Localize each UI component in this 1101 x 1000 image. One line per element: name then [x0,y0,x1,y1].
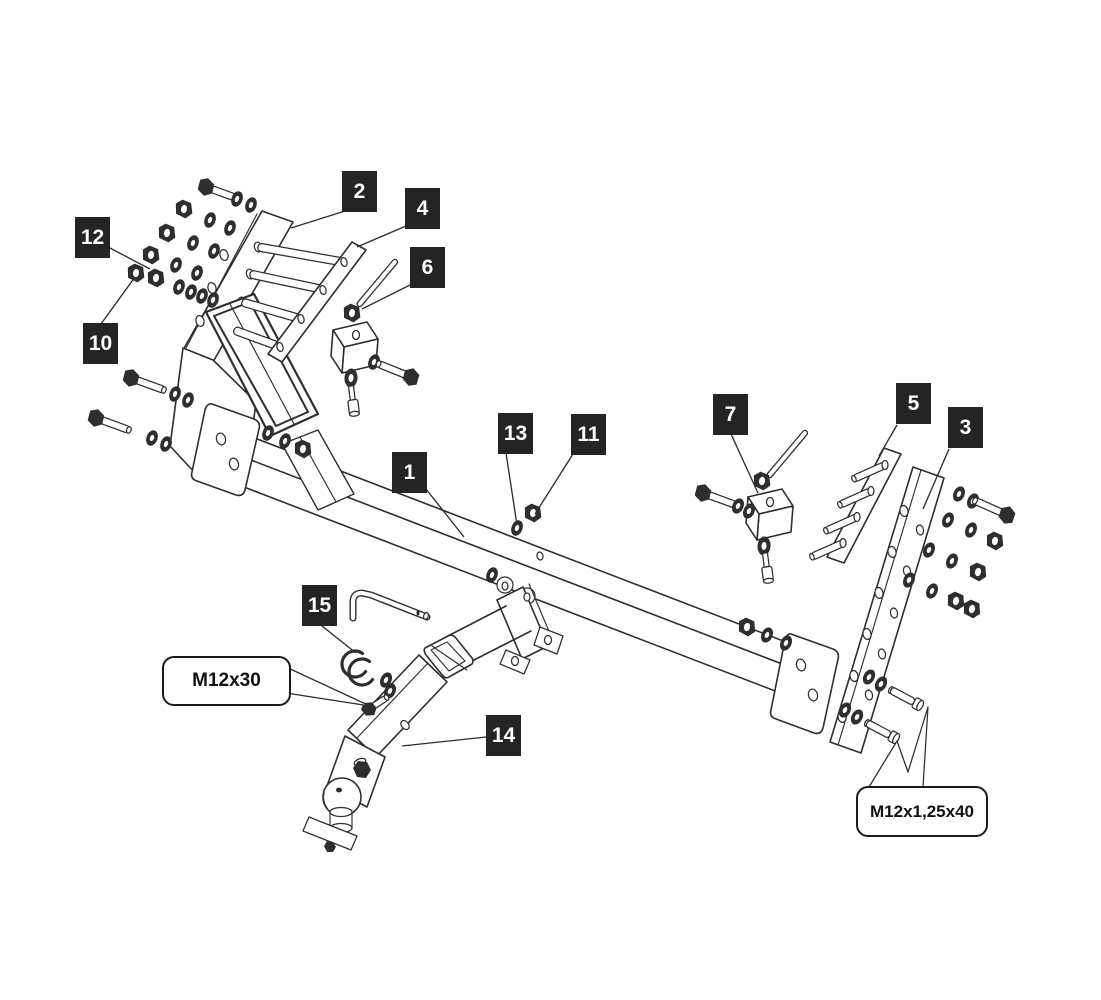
ball-mount-arm [302,654,448,852]
callout-label-11: 11 [571,414,606,455]
callout-label-4: 4 [405,188,440,229]
callout-label-15: 15 [302,585,337,626]
stabilizer-bracket-7 [691,428,810,585]
hitch-pin-and-clip [340,589,431,721]
spec-label-m12x1-25x40: M12x1,25x40 [856,786,988,837]
callout-label-14: 14 [486,715,521,756]
left-mounting-bracket [169,210,367,511]
spec-label-m12x30: M12x30 [162,656,291,706]
hitch-receiver [423,565,564,679]
callout-label-5: 5 [896,383,931,424]
callout-label-1: 1 [392,452,427,493]
leader-lines [100,210,950,747]
callout-label-2: 2 [342,171,377,212]
callout-label-6: 6 [410,247,445,288]
callout-label-3: 3 [948,407,983,448]
stabilizer-bracket-6 [330,257,423,418]
callout-label-7: 7 [713,394,748,435]
right-mounting-bracket [769,447,945,754]
spring-clip [340,649,368,679]
callout-label-10: 10 [83,323,118,364]
callout-label-13: 13 [498,413,533,454]
callout-label-12: 12 [75,217,110,258]
